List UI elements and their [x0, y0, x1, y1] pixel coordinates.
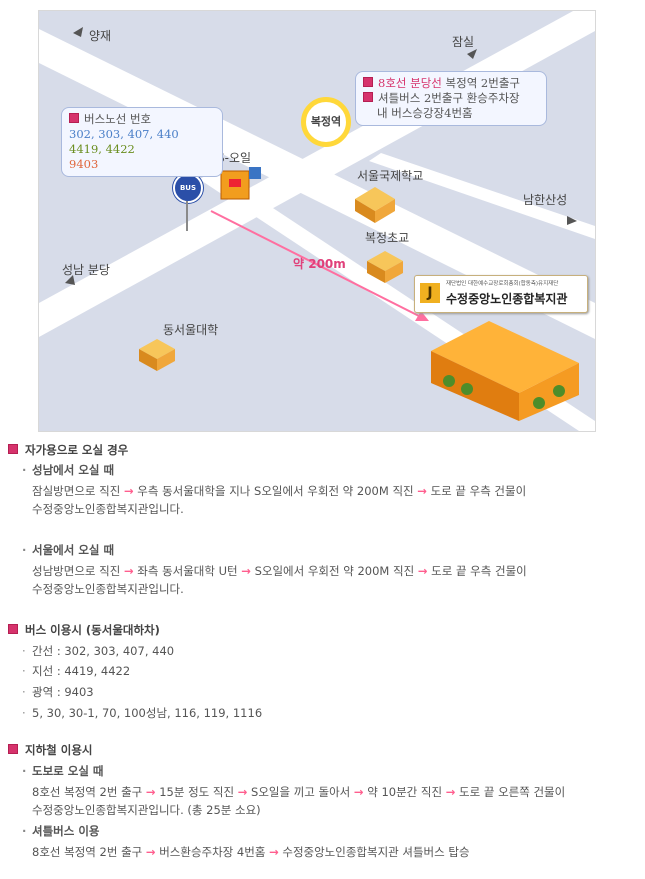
arrow-icon: → [353, 785, 364, 799]
label-jamsil: 잠실 [452, 35, 475, 49]
arrow-icon: → [237, 785, 248, 799]
route-arrowhead [415, 311, 429, 321]
bullet-square-icon [8, 624, 18, 634]
route-seoul-line2: 수정중앙노인종합복지관입니다. [32, 582, 184, 596]
building-bokjeong-elem [367, 251, 403, 283]
bus-routes-wide: 9403 [69, 157, 99, 171]
route-walk-line2: 수정중앙노인종합복지관입니다. (총 25분 소요) [32, 803, 261, 817]
welfare-center-signboard: J 재단법인 대한예수교장로회총회(합동측)유지재단 수정중앙노인종합복지관 [414, 275, 588, 313]
bus-item-trunk: ·간선 : 302, 303, 407, 440 [22, 644, 175, 658]
direction-arrows [65, 27, 577, 285]
building-s-oil [220, 167, 261, 200]
building-seoul-intl-school [355, 187, 395, 223]
subsection-walk: ·도보로 오실 때 [22, 764, 104, 778]
subway-bubble-line3: 내 버스승강장4번홈 [377, 106, 473, 120]
route-seongnam-line1: 잠실방면으로 직진 → 우측 동서울대학을 지나 S오일에서 우회전 약 200… [32, 484, 527, 498]
route-shuttle-line1: 8호선 복정역 2번 출구 → 버스환승주차장 4번홈 → 수정중앙노인종합복지… [32, 845, 470, 859]
welfare-foundation-name: 재단법인 대한예수교장로회총회(합동측)유지재단 [446, 281, 559, 287]
bus-sign-icon: BUS [173, 173, 203, 203]
bus-routes-bubble: 버스노선 번호 302, 303, 407, 440 4419, 4422 94… [61, 107, 223, 177]
subsection-shuttle: ·셔틀버스 이용 [22, 824, 100, 838]
bullet-square-icon [8, 444, 18, 454]
bullet-square-icon [69, 113, 79, 123]
bus-item-other: ·5, 30, 30-1, 70, 100성남, 116, 119, 1116 [22, 706, 263, 720]
building-dongseoul-univ [139, 339, 175, 371]
distance-label: 약 200m [293, 257, 346, 271]
bokjeong-station-marker: 복정역 [301, 97, 351, 147]
bus-item-wide: ·광역 : 9403 [22, 685, 94, 699]
arrow-icon: → [417, 484, 427, 498]
bus-sign-pole [186, 201, 188, 231]
section-subway: 지하철 이용시 [8, 742, 92, 758]
bullet-square-icon [363, 77, 373, 87]
arrow-jamsil [467, 49, 477, 59]
label-dongseoul-univ: 동서울대학 [163, 323, 219, 337]
location-map: 양재 잠실 남한산성 성남 분당 S-오일 서울국제학교 복정초교 동서울대학 … [38, 10, 596, 432]
route-seoul-line1: 성남방면으로 직진 → 좌측 동서울대학 U턴 → S오일에서 우회전 약 20… [32, 564, 527, 578]
label-yangjae: 양재 [89, 29, 112, 43]
bus-item-branch: ·지선 : 4419, 4422 [22, 664, 131, 678]
arrow-icon: → [241, 564, 251, 578]
welfare-center-name: 수정중앙노인종합복지관 [446, 292, 568, 306]
welfare-logo-icon: J [420, 283, 440, 303]
arrow-namhansanseong [567, 216, 577, 225]
route-line [210, 210, 420, 317]
label-namhansanseong: 남한산성 [523, 193, 568, 207]
arrow-icon: → [123, 564, 134, 578]
arrow-icon: → [417, 564, 428, 578]
subway-bubble: 8호선 분당선 복정역 2번출구 셔틀버스 2번출구 환승주차장 내 버스승강장… [355, 71, 547, 126]
label-bokjeong-elem: 복정초교 [365, 231, 410, 245]
arrow-icon: → [269, 845, 279, 859]
arrow-yangjae [73, 27, 83, 37]
route-walk-line1: 8호선 복정역 2번 출구 → 15분 정도 직진 → S오일을 끼고 돌아서 … [32, 785, 566, 799]
bullet-square-icon [8, 744, 18, 754]
arrow-icon: → [145, 845, 156, 859]
label-seoul-intl-school: 서울국제학교 [357, 169, 424, 183]
building-welfare-center [431, 321, 579, 421]
route-seongnam-line2: 수정중앙노인종합복지관입니다. [32, 502, 184, 516]
arrow-icon: → [123, 484, 134, 498]
bus-routes-trunk: 302, 303, 407, 440 [69, 127, 179, 141]
bus-routes-branch: 4419, 4422 [69, 142, 135, 156]
road-namhansanseong [369, 153, 595, 239]
arrow-seongnam [65, 275, 75, 285]
arrow-icon: → [145, 785, 156, 799]
section-car: 자가용으로 오실 경우 [8, 442, 128, 458]
subsection-from-seongnam: ·성남에서 오실 때 [22, 463, 115, 477]
arrow-icon: → [445, 785, 456, 799]
section-bus: 버스 이용시 (동서울대하차) [8, 622, 160, 638]
label-seongnam-bundang: 성남 분당 [62, 263, 110, 277]
subsection-from-seoul: ·서울에서 오실 때 [22, 543, 115, 557]
map-roads [39, 11, 595, 431]
bullet-square-icon [363, 92, 373, 102]
label-s-oil: S-오일 [217, 151, 252, 165]
